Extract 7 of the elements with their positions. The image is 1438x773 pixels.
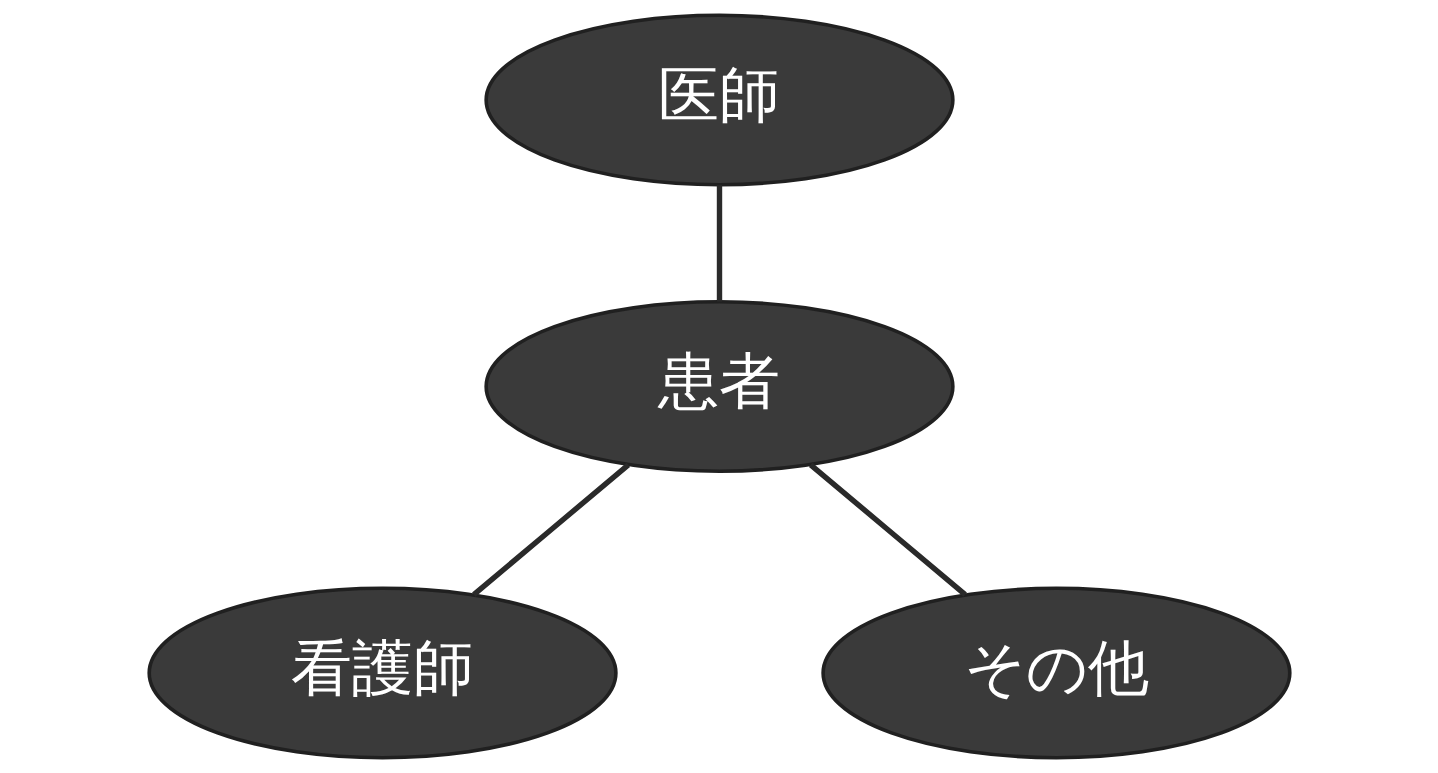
connector [471, 462, 630, 597]
node-ellipse: 医師 [483, 13, 955, 187]
connector [808, 462, 967, 597]
node-ellipse: 看護師 [146, 586, 618, 760]
node-ellipse: その他 [820, 586, 1292, 760]
node-ellipse: 患者 [483, 300, 955, 473]
connector [716, 185, 722, 302]
